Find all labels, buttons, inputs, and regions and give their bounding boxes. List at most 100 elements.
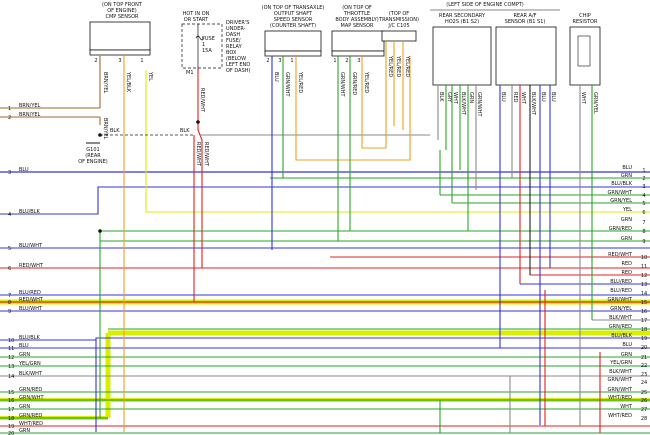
left-pin-15: 15: [8, 390, 14, 396]
wire-10-blu-blk: [0, 337, 650, 341]
fuse-box: HOT IN ON OR START FUSE 1 15A M1 DRIVER'…: [181, 11, 251, 76]
af-wire-label-3: BLK/WHT: [530, 92, 536, 116]
left-wire-label-5: BLU/WHT: [19, 243, 43, 249]
splice-dot-lower: [98, 229, 102, 233]
trans-label-1: (TOP OF: [389, 11, 409, 17]
fuse-hot-label-1: HOT IN ON: [183, 11, 210, 17]
left-pin-11: 11: [8, 346, 14, 352]
cmp-sensor-label-2: OF ENGINE): [107, 8, 137, 14]
right-pin-26: 26: [641, 398, 647, 404]
map-pin-0: 1: [333, 58, 336, 64]
cmp-pin-0: 2: [94, 58, 97, 64]
af-wire-label-5: BLU: [550, 92, 556, 102]
splice-dot-ground: [98, 133, 102, 137]
fuse-box-label-4: FUSE/: [226, 38, 241, 44]
trans-wire-label-2: YEL/RED: [404, 55, 410, 77]
trans-junction-box: [381, 30, 417, 42]
fuse-name-1: FUSE: [202, 36, 215, 42]
cmp-wire-label-1: YEL/BLK: [125, 71, 131, 93]
left-wire-label-17: GRN: [19, 404, 30, 410]
map-label-3: BODY ASSEMBLY): [335, 17, 378, 23]
trans-wire-label-1: YEL/RED: [395, 55, 401, 77]
right-wire-label-15: GRN/WHT: [607, 297, 632, 303]
chip-resistor-icon: [577, 35, 591, 67]
left-wire-label-15: GRN/RED: [19, 387, 42, 393]
right-pin-6: 6: [642, 210, 645, 216]
right-wire-label-19: BLU/BLK: [611, 333, 633, 339]
ho2s-label-2: HO2S (B1 S2): [445, 19, 479, 25]
af-wire-label-1: RED: [512, 92, 518, 103]
fuse-box-label-5: RELAY: [226, 44, 243, 50]
right-wire-label-8: GRN/RED: [609, 226, 632, 232]
fuse-name-3: 15A: [202, 48, 212, 54]
blk-jumper-label: BLK: [110, 128, 120, 134]
right-pin-1: 1: [642, 168, 645, 174]
ho2s-wire-label-0: BLK: [438, 92, 444, 102]
right-pin-24: 24: [641, 380, 647, 386]
left-pin-5: 5: [8, 246, 11, 252]
oss-label-3: SPEED SENSOR: [274, 17, 313, 23]
left-pin-13: 13: [8, 364, 14, 370]
right-wire-label-14: BLU/RED: [610, 288, 632, 294]
oss-pin-0: 2: [266, 58, 269, 64]
left-pin-9: 9: [8, 309, 11, 315]
left-wire-label-18: GRN/RED: [19, 413, 42, 419]
ho2s-label-1: REAR SECONDARY: [439, 13, 486, 19]
fuse-box-label-1: DRIVER'S: [226, 20, 249, 26]
right-pin-20: 20: [641, 345, 647, 351]
map-box: [331, 30, 385, 52]
engine-compt-sensors: (LEFT SIDE OF ENGINE COMPT) REAR SECONDA…: [430, 2, 601, 86]
ground-label-3: OF ENGINE): [78, 159, 108, 165]
map-wire-label-0: GRN/WHT: [339, 72, 345, 97]
map-sensor: (ON TOP OF THROTTLE BODY ASSEMBLY) MAP S…: [331, 5, 385, 57]
right-wire-label-9: GRN: [621, 236, 632, 242]
oss-label-1: (ON TOP OF TRANSAXLE): [262, 5, 325, 11]
oss-label-4: (COUNTER SHAFT): [270, 23, 316, 29]
ground-g101: G101 (REAR OF ENGINE): [78, 142, 108, 165]
oss-label-2: OUTPUT SHAFT: [274, 11, 313, 17]
map-label-4: MAP SENSOR: [341, 23, 375, 29]
map-drop-yel-red: [361, 41, 387, 149]
fuse-box-label-8: LEFT END: [226, 62, 250, 68]
left-pin-12: 12: [8, 355, 14, 361]
right-wire-label-6: YEL: [622, 207, 632, 213]
right-pin-23: 23: [641, 372, 647, 378]
af-label-2: SENSOR (B1 S1): [505, 19, 546, 25]
fuse-symbol-icon: [195, 35, 205, 41]
right-pin-7: 7: [642, 220, 645, 226]
fuse-box-label-9: OF DASH): [226, 68, 251, 74]
fuse-pin-label: M1: [186, 70, 194, 76]
ho2s-wire-label-5: GRN/WHT: [476, 92, 482, 117]
ground-label-1: G101: [86, 147, 99, 153]
af-wire-label-0: BLU: [500, 92, 506, 102]
output-shaft-speed-sensor: (ON TOP OF TRANSAXLE) OUTPUT SHAFT SPEED…: [262, 5, 325, 57]
transmission-junction: (TOP OF TRANSMISSION) J/C C105: [378, 11, 419, 42]
right-pin-27: 27: [641, 407, 647, 413]
right-wire-label-22: YEL/GRN: [609, 360, 632, 366]
trans-label-3: J/C C105: [387, 23, 409, 29]
right-wire-label-25: GRN/WHT: [607, 387, 632, 393]
oss-wire-label-1: GRN/WHT: [284, 72, 290, 97]
right-wire-label-24: GRN/WHT: [607, 377, 632, 383]
map-wire-label-2: YEL/RED: [363, 71, 369, 93]
left-wire-label-10: BLU/BLK: [19, 335, 41, 341]
left-wire-label-11: BLU: [19, 343, 29, 349]
engine-compt-label: (LEFT SIDE OF ENGINE COMPT): [446, 2, 524, 8]
oss-drop-yel-red: [295, 56, 411, 161]
blk-jumper-label-2: BLK: [180, 128, 190, 134]
right-pin-5: 5: [642, 201, 645, 207]
cmp-sensor-connector: [89, 49, 151, 56]
right-pin-12: 12: [641, 273, 647, 279]
left-wire-label-2: BRN/YEL: [19, 112, 41, 118]
right-wire-label-3: BLU/BLK: [611, 181, 633, 187]
oss-wire-label-0: BLU: [273, 72, 279, 82]
right-pin-28: 28: [641, 416, 647, 422]
af-wire-label-2: WHT: [520, 92, 526, 105]
fuse-wire-label: RED/WHT: [199, 88, 205, 113]
right-pin-19: 19: [641, 336, 647, 342]
left-pin-20: 20: [8, 431, 14, 435]
fuse-name-2: 1: [202, 42, 205, 48]
left-wire-label-14: BLK/WHT: [19, 371, 43, 377]
